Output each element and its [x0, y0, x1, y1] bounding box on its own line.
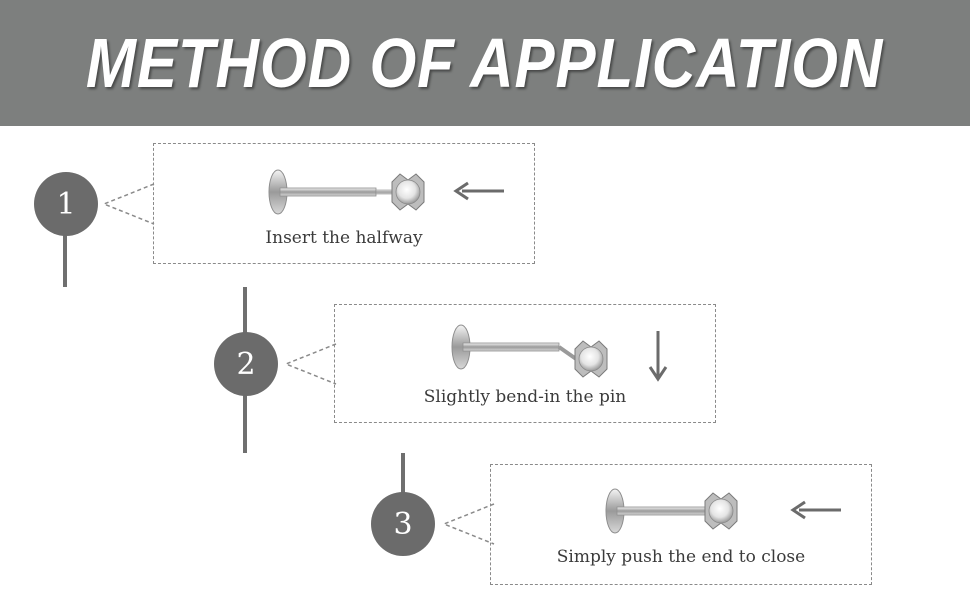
labret-stud-icon: [605, 488, 738, 534]
step-2-callout-box: Slightly bend-in the pin: [334, 304, 716, 423]
step-3-callout-box: Simply push the end to close: [490, 464, 872, 585]
step-1-caption: Insert the halfway: [265, 228, 423, 248]
step-2-callout-pointer: [283, 343, 337, 385]
labret-stud-icon: [451, 324, 608, 378]
title-banner: [0, 0, 970, 126]
step-1-callout-box: Insert the halfway: [153, 143, 535, 264]
step-3-caption: Simply push the end to close: [556, 547, 806, 567]
step-1-number: 1: [56, 186, 76, 222]
arrow-down-icon: [648, 331, 668, 382]
step-2-number-badge: 2: [214, 332, 278, 396]
step-1-callout-pointer: [101, 183, 155, 225]
title-container: METHOD OF APPLICATION: [0, 0, 970, 126]
step-2-connector-line-top: [243, 287, 247, 335]
step-2-caption: Slightly bend-in the pin: [423, 387, 627, 407]
step-1-number-badge: 1: [34, 172, 98, 236]
step-3-number: 3: [393, 506, 413, 542]
step-3-callout-pointer: [441, 503, 495, 545]
step-3-number-badge: 3: [371, 492, 435, 556]
step-3-connector-line: [401, 453, 405, 493]
page-title: METHOD OF APPLICATION: [86, 24, 884, 102]
step-2-number: 2: [236, 346, 256, 382]
labret-stud-icon: [268, 169, 425, 215]
arrow-left-icon: [790, 500, 841, 520]
step-1-connector-line: [63, 234, 67, 287]
step-2-connector-line-bottom: [243, 393, 247, 453]
arrow-left-icon: [453, 181, 504, 201]
